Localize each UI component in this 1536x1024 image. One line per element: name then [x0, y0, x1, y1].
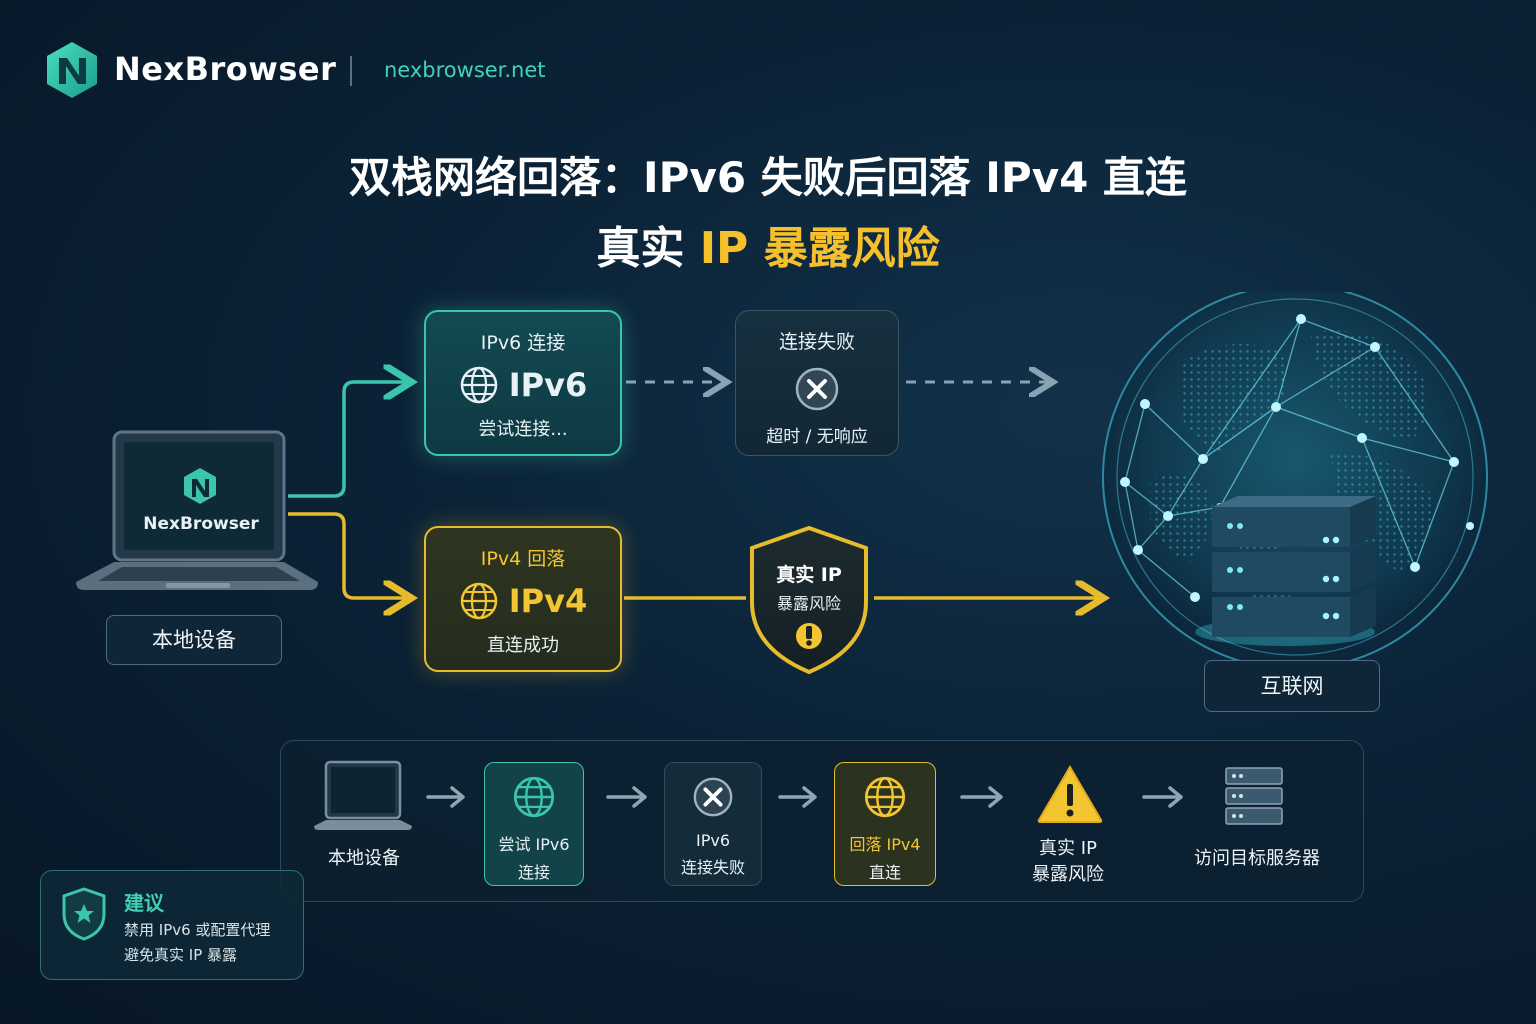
- flow-step-target-server: 访问目标服务器: [1194, 848, 1320, 869]
- globe-icon: [460, 366, 497, 404]
- page-subtitle: 真实 IP 暴露风险: [0, 212, 1536, 276]
- advice-line2: 避免真实 IP 暴露: [124, 946, 238, 964]
- advice-line1: 禁用 IPv6 或配置代理: [124, 921, 271, 939]
- flow-step-try-ipv6: 尝试 IPv6 连接: [484, 762, 584, 886]
- laptop-screen-brand: NexBrowser: [143, 514, 259, 534]
- internet-label: 互联网: [1204, 660, 1380, 712]
- server-stack: [1195, 496, 1376, 646]
- flow-step-ip-exposed-line2: 暴露风险: [1032, 864, 1104, 885]
- globe-icon: [460, 582, 497, 620]
- ipv6-box-protocol-row: IPv6: [426, 365, 620, 405]
- shield-star-icon: [62, 887, 106, 941]
- flow-step-try-ipv6-line2: 连接: [517, 863, 550, 882]
- flow-step-ipv6-failed: IPv6 连接失败: [664, 762, 762, 886]
- advice-title: 建议: [124, 891, 164, 915]
- ipv4-box-protocol-row: IPv4: [426, 581, 620, 621]
- close-circle-icon: [693, 777, 733, 817]
- ipv4-protocol-text: IPv4: [508, 582, 588, 620]
- flow-step-ipv4-fallback: 回落 IPv4 直连: [834, 762, 936, 886]
- brand-url-link[interactable]: nexbrowser.net: [384, 58, 546, 82]
- flow-step-ipv4-fallback-line2: 直连: [868, 863, 901, 882]
- flow-step-local-device: 本地设备: [328, 848, 400, 869]
- brand-name: NexBrowser: [114, 50, 337, 88]
- ipv4-box-header: IPv4 回落: [480, 548, 566, 570]
- ipv4-status-text: 直连成功: [487, 635, 559, 656]
- laptop-icon: [76, 430, 318, 590]
- ipv6-protocol-text: IPv6: [508, 366, 588, 404]
- page-title: 双栈网络回落：IPv6 失败后回落 IPv4 直连: [349, 153, 1187, 202]
- advice-text: 禁用 IPv6 或配置代理 避免真实 IP 暴露: [124, 918, 270, 968]
- ipv6-connect-box: IPv6 连接 IPv6 尝试连接...: [424, 310, 622, 456]
- close-circle-icon: [795, 367, 839, 411]
- internet-globe-icon: [1102, 292, 1488, 670]
- globe-icon: [513, 776, 555, 818]
- laptop-icon: [314, 760, 412, 830]
- header-divider: [350, 56, 352, 86]
- flow-step-ipv6-failed-line1: IPv6: [695, 831, 730, 850]
- flow-summary-panel: [280, 740, 1364, 902]
- ipv6-box-header: IPv6 连接: [480, 332, 566, 354]
- warning-triangle-icon: [1037, 765, 1103, 823]
- risk-shield-icon: [750, 525, 868, 675]
- risk-shield-line2: 暴露风险: [776, 594, 841, 613]
- risk-shield-line1: 真实 IP: [776, 564, 842, 586]
- fail-box-header: 连接失败: [778, 331, 855, 353]
- subtitle-prefix: 真实: [596, 223, 700, 274]
- globe-icon: [864, 776, 906, 818]
- subtitle-highlight: IP 暴露风险: [699, 223, 940, 274]
- flow-step-ipv6-failed-line2: 连接失败: [680, 858, 745, 877]
- fail-detail-text: 超时 / 无响应: [766, 427, 868, 447]
- flow-step-try-ipv6-line1: 尝试 IPv6: [498, 835, 570, 854]
- server-icon: [1225, 767, 1283, 825]
- local-device-label: 本地设备: [106, 615, 282, 665]
- flow-step-ip-exposed-line1: 真实 IP: [1039, 838, 1097, 859]
- connection-failed-box: 连接失败 超时 / 无响应: [735, 310, 899, 456]
- flow-step-ipv4-fallback-line1: 回落 IPv4: [849, 835, 921, 854]
- ipv6-status-text: 尝试连接...: [478, 419, 568, 440]
- ipv4-fallback-box: IPv4 回落 IPv4 直连成功: [424, 526, 622, 672]
- nexbrowser-logo-icon: [47, 42, 97, 98]
